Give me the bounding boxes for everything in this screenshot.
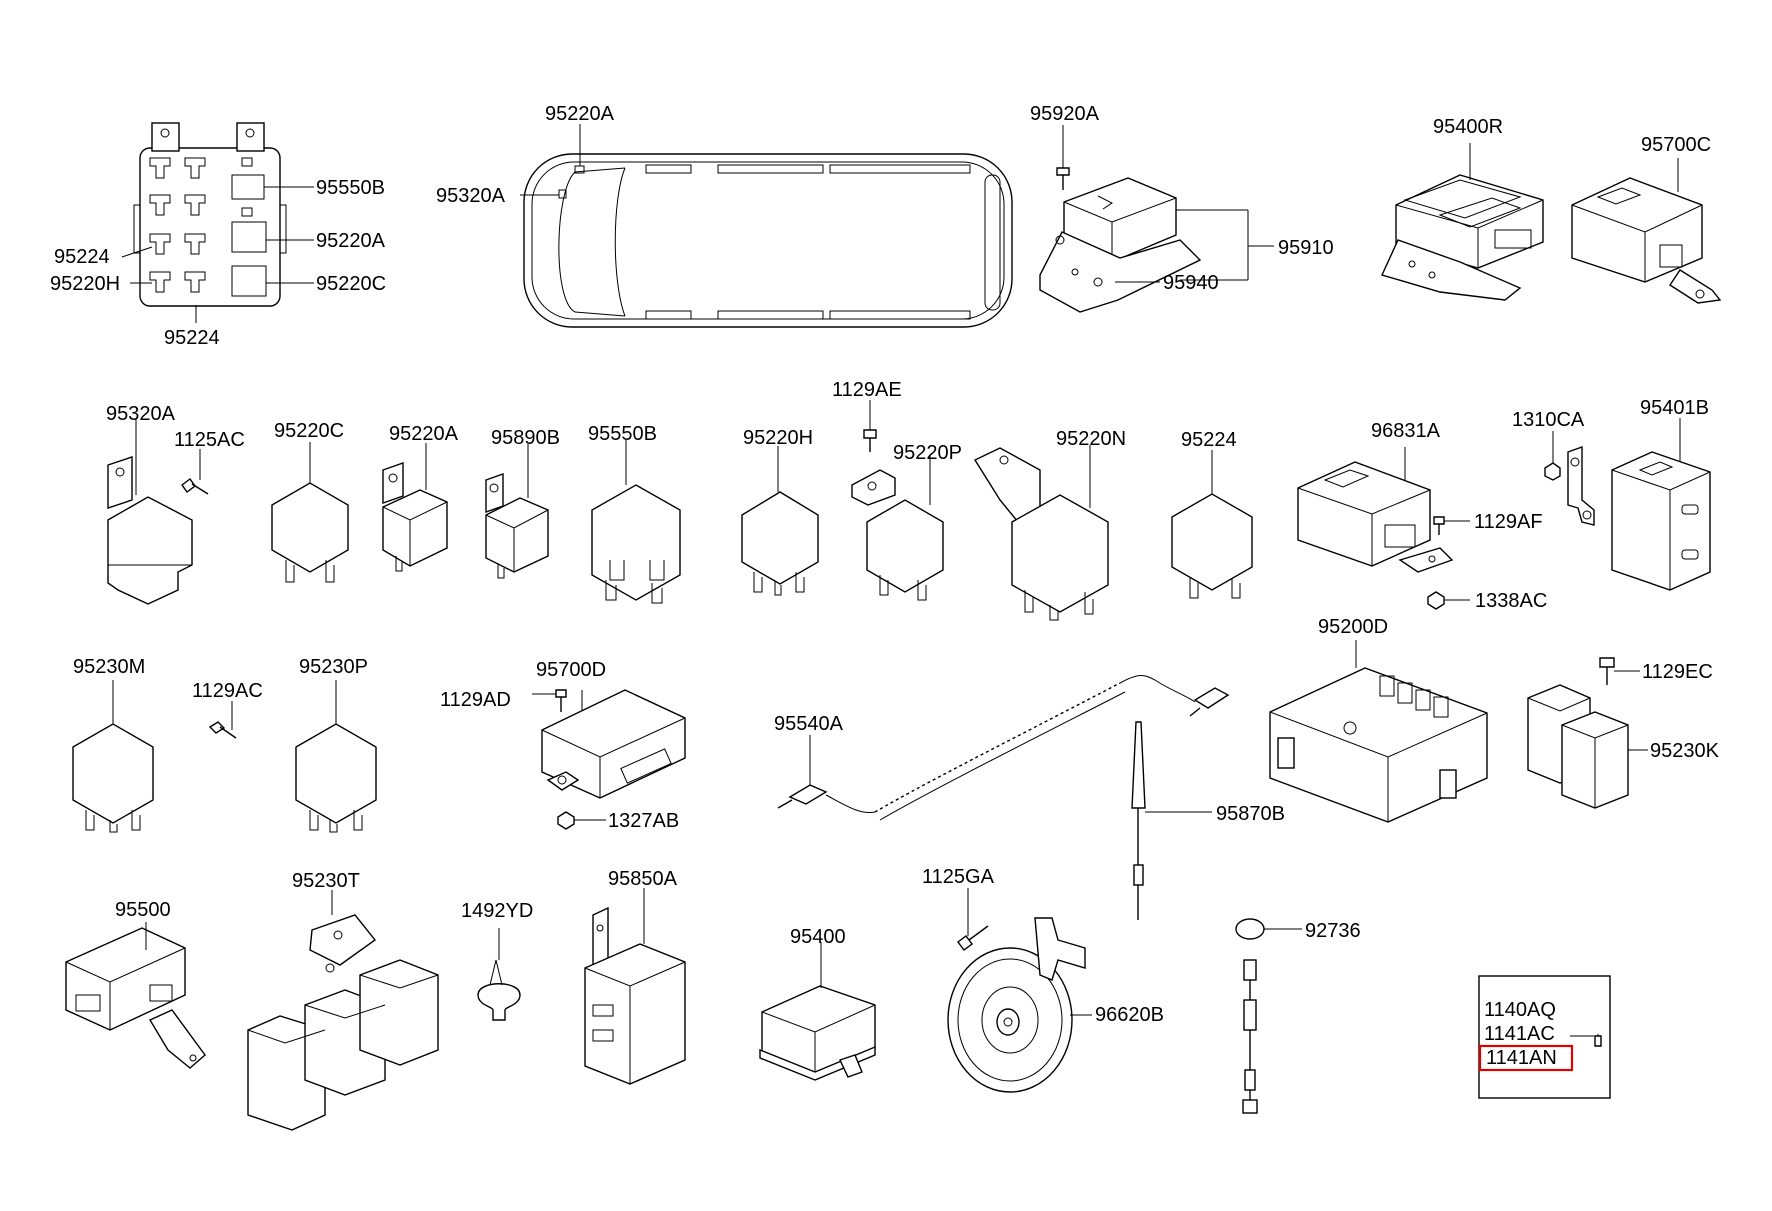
part-label: 95890B bbox=[491, 427, 560, 449]
part-label: 95400 bbox=[790, 926, 846, 948]
horn-96620b-drawing bbox=[947, 917, 1092, 1093]
part-label: 1140AQ bbox=[1484, 999, 1556, 1021]
relay-95230t-drawing bbox=[247, 890, 439, 1131]
part-label: 1129AE bbox=[832, 379, 902, 401]
part-label: 92736 bbox=[1305, 920, 1361, 942]
part-label: 1141AC bbox=[1484, 1023, 1555, 1045]
relay-95320a-drawing bbox=[107, 418, 193, 605]
module-95700c-drawing bbox=[1571, 158, 1722, 304]
part-label: 95220A bbox=[389, 423, 459, 445]
part-label: 95220H bbox=[743, 427, 813, 449]
part-label: 95230M bbox=[73, 656, 145, 678]
module-96831a-drawing bbox=[1297, 447, 1454, 573]
module-95500-drawing bbox=[65, 922, 206, 1069]
relay-95850a-drawing bbox=[584, 888, 686, 1085]
part-label: 95230P bbox=[299, 656, 368, 678]
part-label: 95920A bbox=[1030, 103, 1100, 125]
part-label: 95700C bbox=[1641, 134, 1711, 156]
relay-95220c-drawing bbox=[271, 442, 349, 583]
part-label: 1125AC bbox=[174, 429, 245, 451]
part-label: 95220H bbox=[50, 273, 120, 295]
module-95700d-drawing bbox=[541, 689, 686, 799]
part-label: 95230K bbox=[1650, 740, 1720, 762]
relay-95230p-drawing bbox=[295, 680, 377, 833]
part-label: 95220A bbox=[545, 103, 615, 125]
highlighted-part-label[interactable]: 1141AN bbox=[1486, 1047, 1557, 1069]
part-label: 96831A bbox=[1371, 420, 1441, 442]
part-label: 95940 bbox=[1163, 272, 1219, 294]
part-label: 95220N bbox=[1056, 428, 1126, 450]
nut-1338ac-drawing bbox=[1427, 591, 1470, 610]
bolt-1125ac-drawing bbox=[181, 449, 209, 495]
cable-92736-drawing bbox=[1235, 918, 1302, 1114]
part-label: 1129AD bbox=[440, 689, 511, 711]
part-label: 1125GA bbox=[922, 866, 995, 888]
nut-1327ab-drawing bbox=[557, 811, 606, 830]
bolt-1129af-drawing bbox=[1433, 516, 1470, 535]
relay-95220h-drawing bbox=[741, 446, 819, 596]
part-label: 1129EC bbox=[1642, 661, 1713, 683]
nut-1310ca-drawing bbox=[1544, 431, 1595, 526]
part-label: 95200D bbox=[1318, 616, 1388, 638]
part-label: 95230T bbox=[292, 870, 360, 892]
relay-95230k-drawing bbox=[1527, 684, 1648, 809]
part-label: 95220C bbox=[316, 273, 386, 295]
part-label: 95910 bbox=[1278, 237, 1334, 259]
part-label: 1327AB bbox=[608, 810, 679, 832]
part-label: 95320A bbox=[436, 185, 506, 207]
relay-box-drawing bbox=[121, 122, 314, 323]
fastener-inset-box bbox=[1478, 975, 1611, 1099]
part-label: 95220P bbox=[893, 442, 962, 464]
relay-95220p-drawing bbox=[851, 456, 944, 601]
part-label: 95550B bbox=[588, 423, 657, 445]
part-label: 95700D bbox=[536, 659, 606, 681]
highlight-box bbox=[1478, 1044, 1574, 1072]
bolt-1129ad-drawing bbox=[532, 689, 567, 712]
part-label: 95870B bbox=[1216, 803, 1285, 825]
module-95200d-drawing bbox=[1269, 640, 1488, 823]
relay-95220a-drawing bbox=[382, 443, 448, 572]
relay-95220n-drawing bbox=[973, 445, 1109, 621]
bolt-1125ga-drawing bbox=[957, 888, 989, 951]
van-outline-drawing bbox=[520, 124, 1013, 328]
part-label: 95220C bbox=[274, 420, 344, 442]
part-label: 95540A bbox=[774, 713, 844, 735]
bolt-1129ec-drawing bbox=[1599, 657, 1640, 685]
cable-95540a-drawing bbox=[777, 675, 1230, 821]
relay-95401b-drawing bbox=[1611, 418, 1711, 591]
relay-95890b-drawing bbox=[485, 444, 549, 579]
relay-95224-drawing bbox=[1171, 450, 1253, 599]
part-label: 95401B bbox=[1640, 397, 1709, 419]
part-label: 95224 bbox=[164, 327, 220, 349]
part-label: 1338AC bbox=[1475, 590, 1547, 612]
part-label: 95500 bbox=[115, 899, 171, 921]
part-label: 95320A bbox=[106, 403, 176, 425]
module-95400r-drawing bbox=[1381, 143, 1544, 301]
clip-1492yd-drawing bbox=[477, 928, 521, 1021]
antenna-95870b-drawing bbox=[1131, 721, 1212, 920]
part-label: 95224 bbox=[54, 246, 110, 268]
part-label: 95400R bbox=[1433, 116, 1503, 138]
bolt-1129ac-drawing bbox=[208, 701, 237, 739]
module-95400-drawing bbox=[759, 942, 876, 1081]
part-label: 95550B bbox=[316, 177, 385, 199]
bolt-1129ae-drawing bbox=[863, 400, 877, 452]
part-label: 95224 bbox=[1181, 429, 1237, 451]
sensor-bracket-drawing bbox=[1039, 125, 1274, 313]
part-label: 1492YD bbox=[461, 900, 533, 922]
part-label: 1310CA bbox=[1512, 409, 1585, 431]
part-label: 1129AC bbox=[192, 680, 263, 702]
relay-95550b-drawing bbox=[591, 440, 681, 604]
part-label: 1129AF bbox=[1474, 511, 1543, 533]
part-label: 96620B bbox=[1095, 1004, 1164, 1026]
relay-95230m-drawing bbox=[72, 680, 154, 833]
part-label: 95850A bbox=[608, 868, 678, 890]
part-label: 95220A bbox=[316, 230, 386, 252]
